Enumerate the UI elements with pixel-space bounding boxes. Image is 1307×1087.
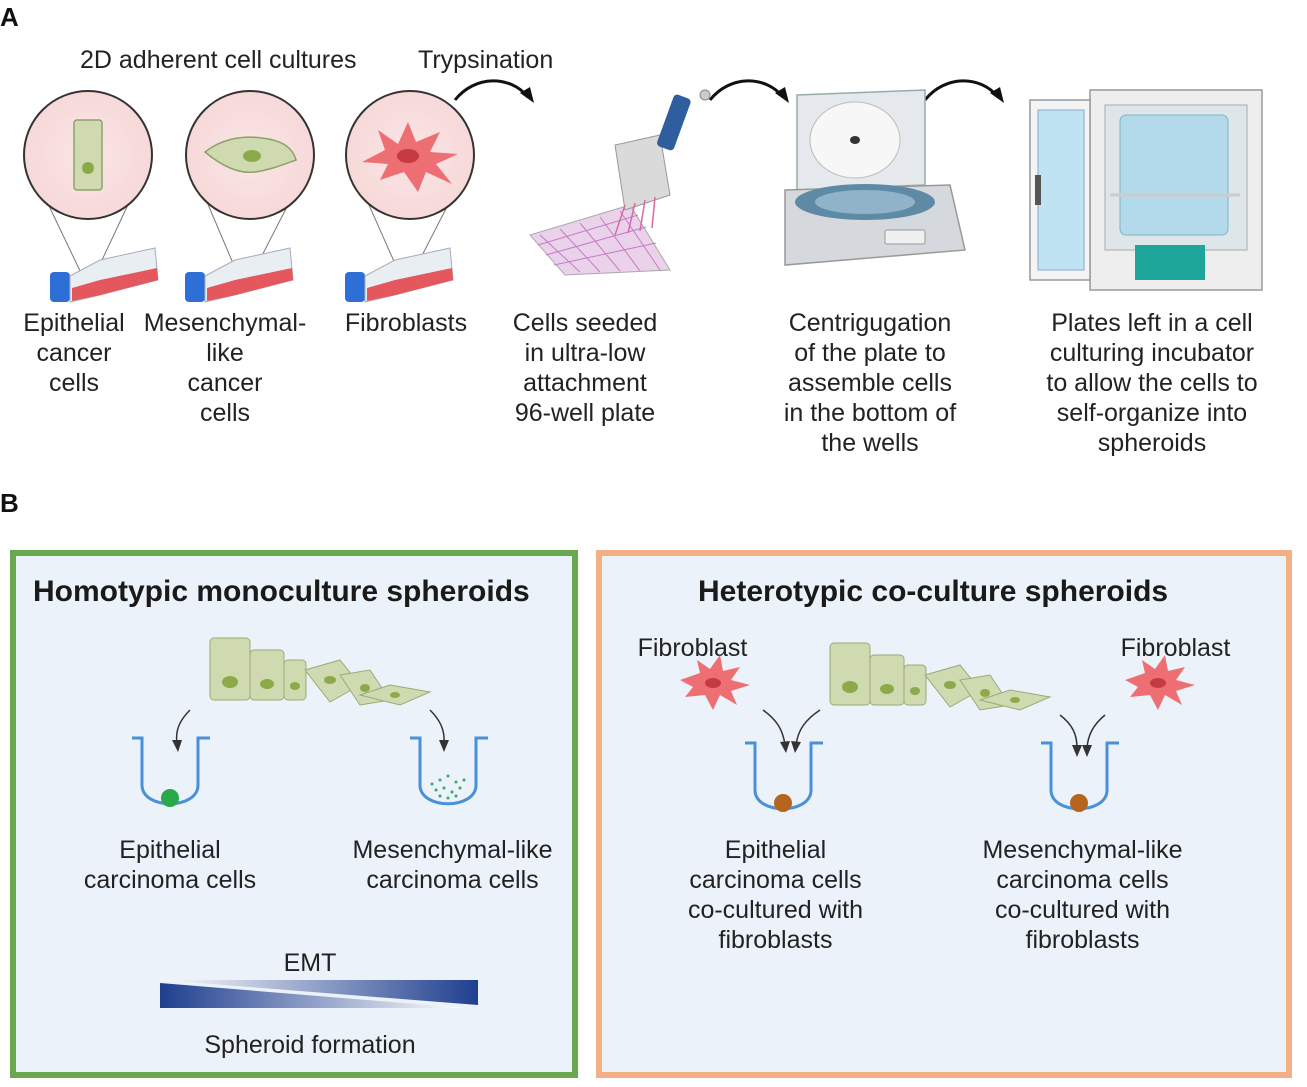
fibroblast-cell-zoom: [345, 90, 475, 220]
fibroblasts-label: Fibroblasts: [344, 309, 468, 337]
emt-cell-sequence: [829, 642, 1052, 711]
homotypic-illustration: [132, 637, 488, 807]
trypsination-header: Trypsination: [418, 46, 554, 74]
panel-a-letter: A: [0, 2, 19, 32]
incubation-step-label: Plates left in a cell culturing incubato…: [1046, 309, 1258, 457]
centrifugation-step-label: Centrigugation of the plate to assemble …: [783, 309, 957, 457]
mesenchymal-cells-label: Mesenchymal- like cancer cells: [143, 309, 307, 427]
spheroid-formation-label: Spheroid formation: [204, 1031, 416, 1059]
culture-flask: [185, 247, 294, 303]
emt-cell-sequence: [209, 637, 432, 706]
fibroblast-right-label: Fibroblast: [1120, 634, 1231, 662]
mesenchymal-cell-zoom: [185, 90, 315, 220]
culture-flask: [50, 247, 159, 303]
epithelial-cells-label: Epithelial cancer cells: [23, 309, 125, 397]
incubator-illustration: [1029, 89, 1263, 291]
centrifuge-illustration: [784, 89, 966, 266]
curved-arrow-icon: [708, 79, 789, 103]
heterotypic-left-label: Epithelial carcinoma cells co-cultured w…: [687, 836, 864, 954]
cell-cultures-illustration: [23, 90, 475, 303]
seeding-step-label: Cells seeded in ultra-low attachment 96-…: [512, 309, 658, 427]
heterotypic-box: [596, 550, 1292, 1078]
cultures-header: 2D adherent cell cultures: [80, 46, 357, 74]
curved-arrow-icon: [923, 79, 1004, 103]
homotypic-right-label: Mesenchymal-like carcinoma cells: [352, 836, 553, 894]
panel-b-letter: B: [0, 488, 19, 518]
homotypic-left-label: Epithelial carcinoma cells: [83, 836, 257, 894]
heterotypic-illustration: [680, 642, 1195, 812]
culture-flask: [345, 247, 454, 303]
pipette-plate-illustration: [529, 89, 711, 276]
emt-label: EMT: [283, 949, 337, 977]
gradient-wedges: [160, 980, 478, 1008]
homotypic-title: Homotypic monoculture spheroids: [33, 575, 530, 608]
heterotypic-right-label: Mesenchymal-like carcinoma cells co-cult…: [982, 836, 1183, 954]
heterotypic-title: Heterotypic co-culture spheroids: [698, 575, 1169, 608]
curved-arrow-icon: [453, 79, 534, 103]
epithelial-cell-zoom: [23, 90, 153, 220]
fibroblast-left-label: Fibroblast: [637, 634, 748, 662]
